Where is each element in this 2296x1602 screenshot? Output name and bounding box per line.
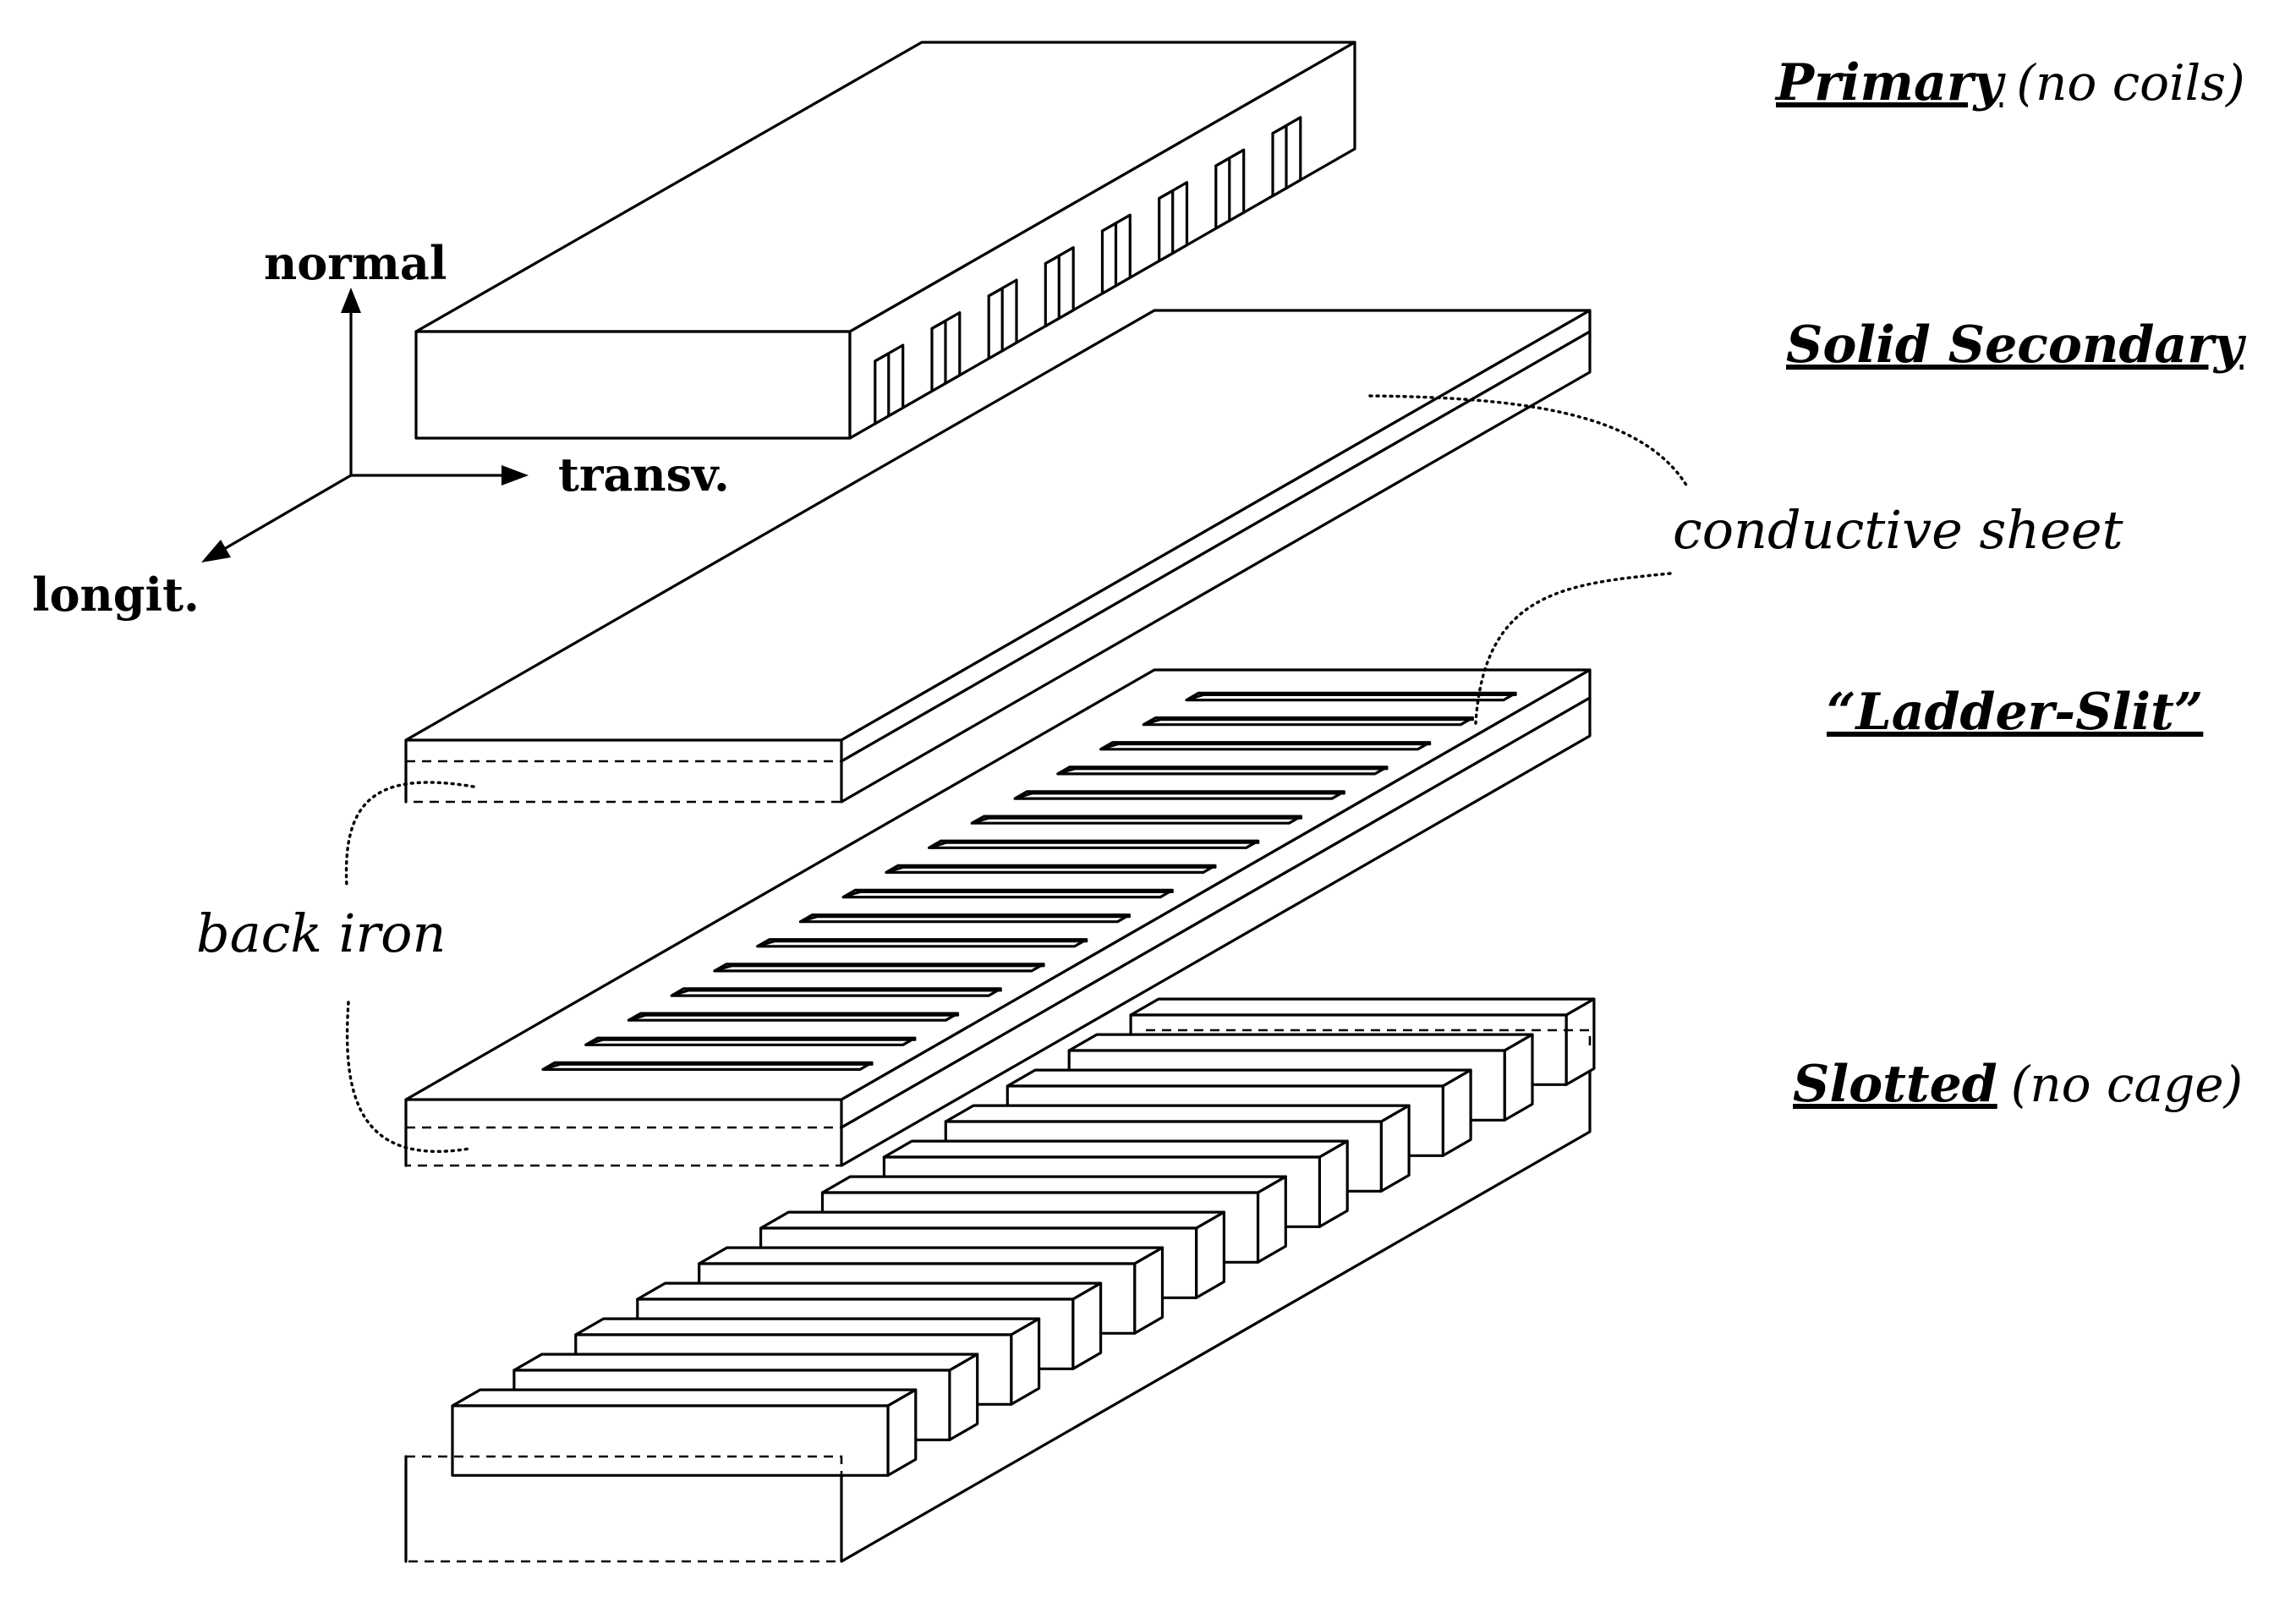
slotted-title: Slotted bbox=[1793, 1055, 1997, 1114]
slotted-tooth-side bbox=[1503, 1033, 1534, 1122]
ladder-slits bbox=[541, 691, 1517, 1072]
slotted-front-dashed bbox=[404, 1455, 843, 1563]
primary-slot-inner bbox=[1158, 189, 1175, 255]
ladder-slit-inner-edge bbox=[932, 841, 1260, 848]
transverse-arrowhead bbox=[501, 465, 529, 486]
ladder-slit-inner-edge bbox=[1061, 767, 1389, 774]
ladder-slit-inner-edge bbox=[718, 964, 1045, 971]
conductive-sheet-label: conductive sheet bbox=[1673, 499, 2123, 561]
slotted-tooth-top bbox=[882, 1139, 1349, 1159]
slotted-tooth-top bbox=[944, 1104, 1411, 1123]
slotted-label: Slotted (no cage) bbox=[1793, 1055, 2243, 1114]
back-iron-leader-upper bbox=[344, 781, 475, 888]
slotted-tooth-side bbox=[1010, 1317, 1041, 1406]
ladder-slit-inner-edge bbox=[847, 890, 1174, 897]
ladder-slit-inner-edge bbox=[761, 940, 1088, 946]
ladder-front-dashed bbox=[404, 1098, 843, 1167]
slotted-tooth-side bbox=[886, 1388, 918, 1477]
ladder-slit-inner-edge bbox=[632, 1013, 960, 1020]
ladder-slit-inner-edge bbox=[975, 816, 1303, 823]
slotted-tooth-side bbox=[1133, 1246, 1164, 1335]
slotted-tooth-side bbox=[1194, 1210, 1226, 1299]
slotted-tooth-side bbox=[1071, 1281, 1103, 1370]
longitudinal-axis bbox=[218, 474, 353, 553]
ladder-slit-inner-edge bbox=[675, 989, 1002, 996]
primary-slot-inner bbox=[1271, 124, 1288, 190]
slotted-tooth-top bbox=[512, 1352, 979, 1372]
primary-slot-inner bbox=[1214, 156, 1231, 222]
slotted-tooth-top bbox=[820, 1175, 1287, 1194]
conductive-sheet-leader-lower bbox=[1474, 572, 1672, 725]
slotted-tooth-side bbox=[948, 1352, 979, 1441]
primary-label: Primary (no coils) bbox=[1774, 53, 2245, 112]
ladder-slit-inner-edge bbox=[890, 865, 1217, 873]
longitudinal-axis-label: longit. bbox=[32, 568, 200, 622]
primary-slots bbox=[874, 116, 1302, 425]
ladder-slit-inner-edge bbox=[1018, 792, 1345, 798]
ladder-slit-inner-edge bbox=[1147, 717, 1475, 725]
primary-title: Primary bbox=[1774, 53, 2006, 112]
slotted-tooth-top bbox=[698, 1246, 1164, 1265]
slotted-secondary bbox=[404, 997, 1596, 1563]
ladder-slit-title: “Ladder-Slit” bbox=[1827, 683, 2203, 742]
normal-arrowhead bbox=[341, 288, 361, 313]
ladder-slit-inner-edge bbox=[1190, 693, 1517, 700]
slotted-tooth-top bbox=[574, 1317, 1041, 1336]
ladder-slit-inner-edge bbox=[803, 914, 1132, 922]
slotted-tooth-top bbox=[451, 1388, 918, 1407]
slotted-tooth-side bbox=[1379, 1104, 1411, 1193]
slotted-note: (no cage) bbox=[2011, 1056, 2243, 1113]
ladder-slit-inner-edge bbox=[1104, 743, 1432, 749]
slotted-teeth bbox=[451, 997, 1596, 1477]
slotted-tooth-side bbox=[1441, 1068, 1472, 1157]
slotted-tooth-side bbox=[1318, 1139, 1349, 1228]
ladder-slit-secondary bbox=[404, 668, 1592, 1167]
solid-secondary-front-dashed bbox=[404, 738, 843, 804]
slotted-back-hidden-edge bbox=[1146, 1029, 1592, 1049]
ladder-slit-inner-edge bbox=[546, 1062, 874, 1070]
transverse-axis-label: transv. bbox=[558, 447, 730, 502]
slotted-tooth-top bbox=[759, 1210, 1226, 1230]
slotted-tooth-top bbox=[1006, 1068, 1472, 1088]
primary-slot-inner bbox=[930, 319, 947, 385]
primary-slot-inner bbox=[874, 352, 890, 418]
primary-block bbox=[414, 41, 1356, 440]
back-iron-leader-lower bbox=[345, 1001, 471, 1154]
solid-secondary-label: Solid Secondary bbox=[1786, 315, 2247, 375]
solid-secondary bbox=[404, 309, 1592, 804]
ladder-slit-inner-edge bbox=[589, 1038, 917, 1045]
primary-note: (no coils) bbox=[2016, 54, 2244, 112]
back-iron-label: back iron bbox=[196, 902, 446, 964]
slotted-tooth-top bbox=[636, 1281, 1103, 1301]
slotted-tooth-top bbox=[1129, 997, 1596, 1017]
axis-triad: normal transv. longit. bbox=[32, 236, 730, 622]
conductive-sheet-leader-upper bbox=[1368, 394, 1689, 488]
slotted-tooth-top bbox=[1067, 1033, 1534, 1052]
primary-slot-inner bbox=[1044, 254, 1060, 321]
slotted-tooth-front bbox=[451, 1404, 890, 1477]
solid-secondary-title: Solid Secondary bbox=[1786, 315, 2247, 375]
normal-axis-label: normal bbox=[264, 236, 447, 290]
primary-front-face bbox=[414, 330, 852, 440]
primary-slot-inner bbox=[1100, 222, 1118, 288]
slotted-tooth-side bbox=[1256, 1175, 1287, 1264]
primary-slot-inner bbox=[987, 287, 1004, 353]
ladder-slit-label: “Ladder-Slit” bbox=[1827, 683, 2203, 742]
longitudinal-arrowhead bbox=[201, 540, 231, 562]
